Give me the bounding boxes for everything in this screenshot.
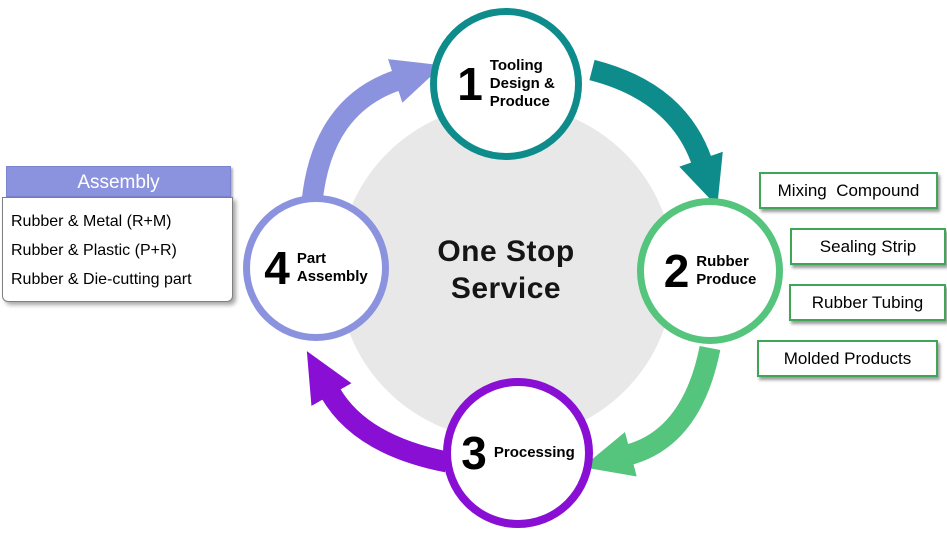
center-title-line2: Service (450, 272, 562, 305)
step-label-line: Produce (489, 93, 550, 110)
step-number-3: 3 (461, 427, 487, 479)
center-title: One Stop Service (381, 233, 631, 307)
product-box-molded-products: Molded Products (757, 340, 938, 377)
assembly-item-rubber-plastic: Rubber & Plastic (P+R) (11, 242, 177, 259)
step-circle-tooling: 1 Tooling Design & Produce (430, 8, 582, 160)
assembly-item-rubber-die-cutting: Rubber & Die-cutting part (11, 271, 192, 288)
product-box-mixing-compound: Mixing Compound (759, 172, 938, 209)
arrow-step4-to-step1 (301, 59, 443, 204)
step-label-line: Tooling (489, 57, 543, 74)
product-box-sealing-strip: Sealing Strip (790, 228, 946, 265)
step-label-line: Assembly (296, 268, 368, 285)
step-label-rubber-produce: Rubber Produce (696, 253, 756, 289)
assembly-item-rubber-metal: Rubber & Metal (R+M) (11, 213, 172, 230)
arrow-step1-to-step2 (589, 59, 723, 207)
step-number-4: 4 (264, 242, 290, 294)
step-circle-rubber-produce: 2 Rubber Produce (637, 198, 783, 344)
step-label-line: Processing (493, 444, 575, 461)
arrow-step3-to-step4 (306, 351, 450, 473)
step-label-tooling: Tooling Design & Produce (490, 57, 555, 111)
product-box-rubber-tubing: Rubber Tubing (789, 284, 946, 321)
center-title-line1: One Stop (437, 235, 575, 268)
step-label-line: Produce (696, 271, 757, 288)
step-label-line: Rubber (696, 253, 749, 270)
step-circle-processing: 3 Processing (443, 378, 593, 528)
arrow-step2-to-step3 (582, 345, 721, 477)
assembly-list: Rubber & Metal (R+M) Rubber & Plastic (P… (2, 197, 233, 302)
step-label-processing: Processing (494, 444, 575, 462)
step-number-1: 1 (457, 58, 483, 110)
step-label-line: Part (296, 250, 327, 267)
step-label-line: Design & (489, 75, 555, 92)
assembly-header: Assembly (6, 166, 231, 197)
step-circle-part-assembly: 4 Part Assembly (243, 195, 389, 341)
step-label-part-assembly: Part Assembly (297, 250, 368, 286)
step-number-2: 2 (663, 245, 690, 297)
